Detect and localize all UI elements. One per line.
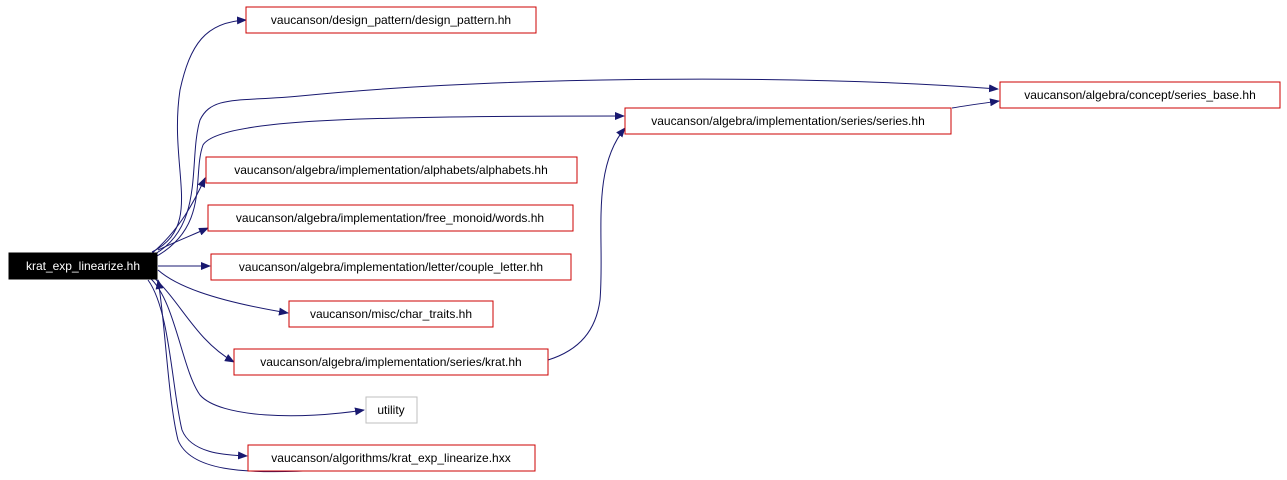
node-krat[interactable]: vaucanson/algebra/implementation/series/…: [233, 348, 549, 376]
node-alphabets-box: [205, 156, 578, 184]
node-krat-box: [233, 348, 549, 376]
edge-root-to-char-traits: [157, 269, 289, 316]
node-couple-letter[interactable]: vaucanson/algebra/implementation/letter/…: [210, 253, 572, 281]
node-series-box: [624, 107, 952, 135]
node-alphabets[interactable]: vaucanson/algebra/implementation/alphabe…: [205, 156, 578, 184]
node-words-label: vaucanson/algebra/implementation/free_mo…: [236, 211, 544, 225]
node-char-traits-label: vaucanson/misc/char_traits.hh: [310, 307, 472, 321]
edge-root-to-design-pattern: [151, 16, 247, 253]
edge-series-to-series-base: [951, 98, 1000, 109]
node-alphabets-label: vaucanson/algebra/implementation/alphabe…: [234, 163, 548, 177]
node-couple-letter-label: vaucanson/algebra/implementation/letter/…: [239, 260, 543, 274]
node-words-box: [207, 204, 574, 232]
edge-root-to-series: [156, 112, 625, 257]
node-krat-exp-linearize-hxx-label: vaucanson/algorithms/krat_exp_linearize.…: [271, 451, 510, 465]
node-design-pattern[interactable]: vaucanson/design_pattern/design_pattern.…: [245, 6, 537, 34]
node-utility-label: utility: [377, 403, 404, 417]
node-utility[interactable]: utility: [365, 396, 418, 424]
edge-root-to-words: [157, 227, 209, 251]
node-root-label: krat_exp_linearize.hh: [26, 259, 140, 273]
node-couple-letter-box: [210, 253, 572, 281]
node-krat-label: vaucanson/algebra/implementation/series/…: [260, 355, 521, 369]
node-series-base[interactable]: vaucanson/algebra/concept/series_base.hh: [999, 81, 1281, 109]
node-series[interactable]: vaucanson/algebra/implementation/series/…: [624, 107, 952, 135]
node-utility-box: [365, 396, 418, 424]
node-root-box: [8, 252, 158, 280]
node-krat-exp-linearize-hxx-box: [247, 444, 536, 472]
edge-root-to-utility: [149, 277, 365, 417]
edge-root-to-krat: [151, 275, 235, 363]
edge-root-to-alphabets: [149, 177, 206, 256]
edge-krat-to-series: [547, 127, 626, 361]
edge-root-to-series-base: [154, 78, 999, 255]
node-char-traits-box: [288, 300, 494, 328]
edge-root-to-krat-exp-linearize-hxx: [147, 279, 248, 460]
node-design-pattern-box: [245, 6, 537, 34]
node-krat-exp-linearize-hxx[interactable]: vaucanson/algorithms/krat_exp_linearize.…: [247, 444, 536, 472]
node-series-label: vaucanson/algebra/implementation/series/…: [651, 114, 925, 128]
node-char-traits[interactable]: vaucanson/misc/char_traits.hh: [288, 300, 494, 328]
node-words[interactable]: vaucanson/algebra/implementation/free_mo…: [207, 204, 574, 232]
node-design-pattern-label: vaucanson/design_pattern/design_pattern.…: [271, 13, 511, 27]
node-root[interactable]: krat_exp_linearize.hh: [8, 252, 158, 280]
node-series-base-box: [999, 81, 1281, 109]
node-series-base-label: vaucanson/algebra/concept/series_base.hh: [1024, 88, 1256, 102]
dependency-edges: [147, 16, 1000, 473]
